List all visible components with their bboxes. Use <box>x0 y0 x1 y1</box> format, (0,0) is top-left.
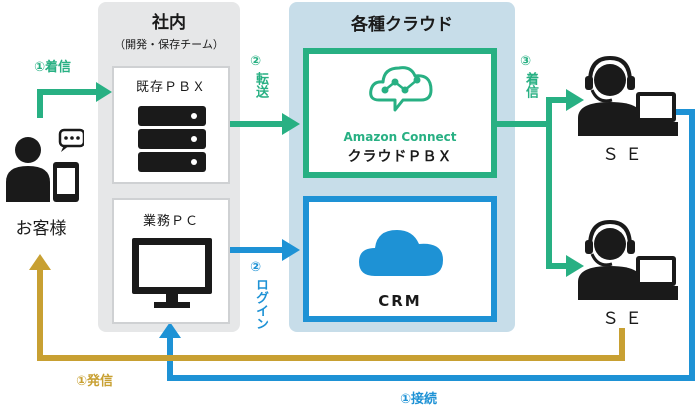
login-label: ログイン <box>253 278 268 330</box>
outgoing-call-label: ①発信 <box>76 374 114 389</box>
receive-line-bottom <box>546 124 568 269</box>
receive-number: ③ <box>520 54 532 69</box>
amazon-connect-icon <box>369 66 433 112</box>
office-title: 社内 <box>152 13 186 33</box>
se-bottom-label: ＳＥ <box>602 309 648 329</box>
cloud-title: 各種クラウド <box>351 15 453 35</box>
pbx-server-label: 既存ＰＢＸ <box>135 80 206 95</box>
transfer-number: ② <box>250 54 262 69</box>
transfer-label: 転送 <box>253 72 268 98</box>
incoming-call-arrowhead <box>96 82 112 102</box>
login-arrowhead <box>282 239 300 261</box>
connect-arrowhead <box>159 322 181 338</box>
pbx-server-box: 既存ＰＢＸ <box>112 66 230 184</box>
cloud-pbx-label: クラウドＰＢＸ <box>347 149 453 165</box>
se-top-label: ＳＥ <box>602 145 648 165</box>
crm-box: CRM <box>303 196 497 322</box>
connect-line <box>167 109 695 381</box>
transfer-arrowhead <box>282 113 300 135</box>
support-engineer-icon <box>578 55 678 136</box>
work-pc-label: 業務ＰＣ <box>142 214 199 229</box>
incoming-call-arrow <box>37 89 98 118</box>
crm-label: CRM <box>378 292 422 310</box>
amazon-connect-box: Amazon Connect クラウドＰＢＸ <box>303 48 497 178</box>
incoming-call-label: ①着信 <box>34 60 72 75</box>
receive-line-top <box>546 97 568 124</box>
receive-arrowhead-bottom <box>566 255 584 277</box>
customer-label: お客様 <box>15 219 67 239</box>
outgoing-line <box>37 268 625 361</box>
login-number: ② <box>250 260 262 275</box>
outgoing-arrowhead <box>29 254 51 270</box>
server-icon <box>138 106 206 172</box>
office-subtitle: （開発・保存チーム） <box>114 38 224 51</box>
customer-icon <box>6 128 84 202</box>
receive-arrowhead-top <box>566 89 584 111</box>
receive-label: 着信 <box>523 72 538 98</box>
connect-label: ①接続 <box>400 392 438 407</box>
support-engineer-icon <box>578 219 678 300</box>
cloud-icon <box>359 230 443 276</box>
amazon-connect-brand: Amazon Connect <box>343 130 457 144</box>
work-pc-box: 業務ＰＣ <box>112 198 230 324</box>
monitor-icon <box>132 238 212 308</box>
